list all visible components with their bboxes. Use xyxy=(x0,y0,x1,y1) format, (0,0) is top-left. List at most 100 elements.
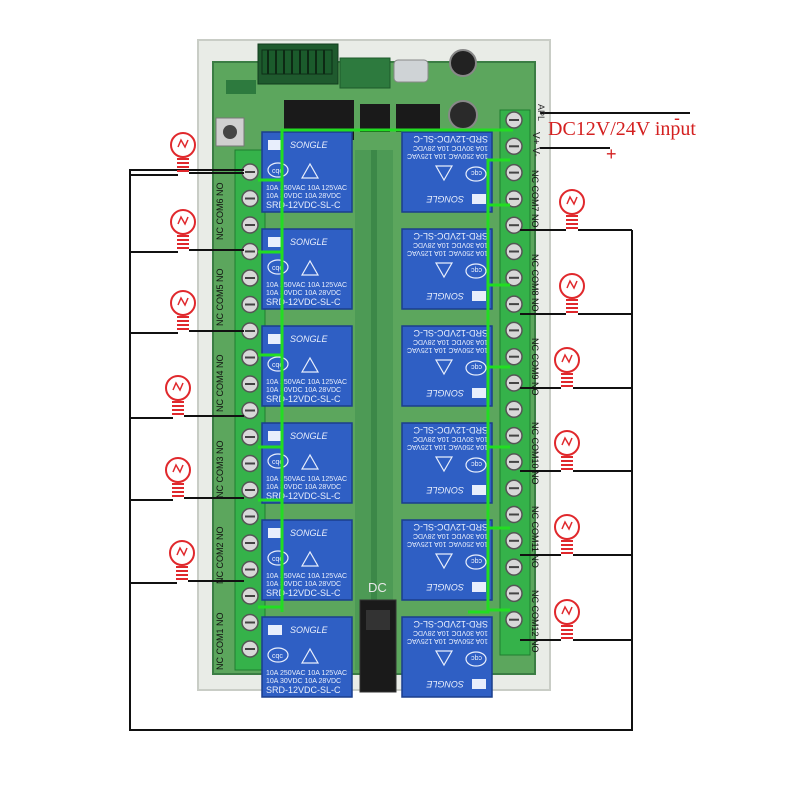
relay-cert: cqc xyxy=(272,556,283,563)
terminal-label: NC COM9 NO xyxy=(530,338,540,396)
terminal-label: NC COM11 NO xyxy=(530,506,540,568)
relay-model: SRD-12VDC-SL-C xyxy=(413,619,488,629)
relay-brand: SONGLE xyxy=(290,334,329,344)
terminal-screw[interactable] xyxy=(241,401,259,420)
terminal-screw[interactable] xyxy=(505,479,523,497)
terminal-screw[interactable] xyxy=(241,560,259,579)
load-wires xyxy=(130,169,632,641)
relay-rating: 10A 30VDC 10A 28VDC xyxy=(413,241,488,248)
relay-rating: 10A 30VDC 10A 28VDC xyxy=(266,290,341,297)
terminal-screw[interactable] xyxy=(505,137,523,156)
terminal-screw[interactable] xyxy=(505,610,523,629)
relay-cert: cqc xyxy=(272,459,283,466)
relay-cert: cqc xyxy=(272,362,283,369)
terminal-screw[interactable] xyxy=(505,216,523,234)
relay-model: SRD-12VDC-SL-C xyxy=(413,522,488,532)
terminal-screw[interactable] xyxy=(241,613,259,632)
terminal-label: NC COM12 NO xyxy=(530,590,540,653)
terminal-screw[interactable] xyxy=(241,348,259,367)
relay-rating: 10A 30VDC 10A 28VDC xyxy=(266,387,341,394)
relay-rating: 10A 250VAC 10A 125VAC xyxy=(266,282,347,289)
relay-model: SRD-12VDC-SL-C xyxy=(413,231,488,241)
relay-model: SRD-12VDC-SL-C xyxy=(413,425,488,435)
relay-cert: cqc xyxy=(471,654,482,661)
right-terminal-screws xyxy=(505,111,523,629)
terminal-label: NC COM8 NO xyxy=(530,254,540,312)
relay-rating: 10A 250VAC 10A 125VAC xyxy=(407,637,488,644)
dc-jack-icon: DC xyxy=(359,580,397,693)
light-bulb-icon xyxy=(170,290,196,330)
terminal-screw[interactable] xyxy=(505,163,523,182)
terminal-screw[interactable] xyxy=(241,481,259,499)
polarity-plus: + xyxy=(606,144,617,164)
terminal-screw[interactable] xyxy=(241,322,259,340)
terminal-screw[interactable] xyxy=(505,269,523,287)
relay-rating: 10A 250VAC 10A 125VAC xyxy=(407,443,488,450)
relay-brand: SONGLE xyxy=(425,291,464,301)
terminal-screw[interactable] xyxy=(241,189,259,208)
terminal-screw[interactable] xyxy=(505,374,523,392)
terminal-screw[interactable] xyxy=(241,507,259,526)
green-wire-taps xyxy=(258,178,510,612)
relay-brand: SONGLE xyxy=(290,431,329,441)
terminal-screw[interactable] xyxy=(241,454,259,473)
antenna-icon xyxy=(261,49,333,75)
terminal-screw[interactable] xyxy=(241,534,259,552)
light-bulb-icon xyxy=(559,189,585,229)
relay-rating: 10A 30VDC 10A 28VDC xyxy=(266,581,341,588)
terminal-screw[interactable] xyxy=(241,242,259,261)
crystal xyxy=(393,59,429,83)
terminal-label: NC COM1 NO xyxy=(215,612,225,670)
terminal-screw[interactable] xyxy=(505,242,523,261)
terminal-screw[interactable] xyxy=(505,426,523,445)
left-terminal-screws xyxy=(241,163,259,658)
light-bulb-icon xyxy=(554,347,580,387)
relay-rating: 10A 30VDC 10A 28VDC xyxy=(413,435,488,442)
terminal-screw[interactable] xyxy=(505,321,523,340)
light-bulb-icon xyxy=(554,599,580,639)
relay-body xyxy=(261,422,353,504)
relay-brand: SONGLE xyxy=(425,388,464,398)
relay-model: SRD-12VDC-SL-C xyxy=(266,297,341,307)
terminal-screw[interactable] xyxy=(241,269,259,287)
terminal-label: NC COM7 NO xyxy=(530,170,540,228)
light-bulb-icon xyxy=(554,514,580,554)
terminal-screw[interactable] xyxy=(241,428,259,446)
terminal-label: NC COM4 NO xyxy=(215,354,225,412)
terminal-screw[interactable] xyxy=(505,453,523,471)
terminal-screw[interactable] xyxy=(241,295,259,314)
terminal-screw[interactable] xyxy=(505,347,523,366)
capacitor-icon xyxy=(449,49,477,77)
terminal-screw[interactable] xyxy=(505,111,523,129)
relay-cert: cqc xyxy=(272,653,283,660)
terminal-screw[interactable] xyxy=(241,640,259,658)
terminal-screw[interactable] xyxy=(505,295,523,313)
polarity-minus: - xyxy=(674,108,680,128)
terminal-screw[interactable] xyxy=(505,400,523,419)
relay-cert: cqc xyxy=(471,266,482,273)
terminal-screw[interactable] xyxy=(505,505,523,524)
terminal-screw[interactable] xyxy=(505,558,523,576)
terminal-screw[interactable] xyxy=(505,190,523,208)
relay-rating: 10A 30VDC 10A 28VDC xyxy=(413,532,488,539)
terminal-screw[interactable] xyxy=(505,532,523,550)
terminal-screw[interactable] xyxy=(505,584,523,603)
pcb-center-trace xyxy=(371,150,377,670)
terminal-screw[interactable] xyxy=(241,587,259,605)
terminal-screw[interactable] xyxy=(241,375,259,393)
relay-brand: SONGLE xyxy=(290,237,329,247)
relay-brand: SONGLE xyxy=(425,582,464,592)
relay-rating: 10A 250VAC 10A 125VAC xyxy=(266,476,347,483)
relay-cert: cqc xyxy=(471,557,482,564)
relay-rating: 10A 250VAC 10A 125VAC xyxy=(407,249,488,256)
terminal-label: NC COM10 NO xyxy=(530,422,540,485)
terminal-screw[interactable] xyxy=(241,163,259,181)
relay-rating: 10A 30VDC 10A 28VDC xyxy=(266,678,341,685)
terminal-screw[interactable] xyxy=(241,216,259,234)
light-bulb-icon xyxy=(170,209,196,249)
